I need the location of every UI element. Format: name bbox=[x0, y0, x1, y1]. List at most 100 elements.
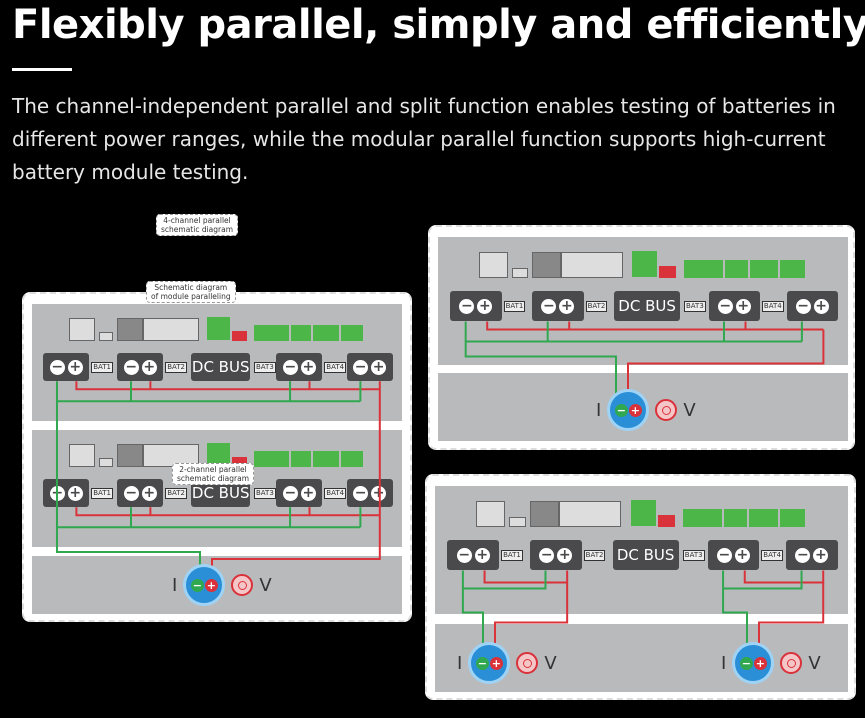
green-connector bbox=[682, 509, 723, 527]
green-connector bbox=[780, 260, 805, 278]
panel-label-line: 2-channel parallel bbox=[179, 465, 247, 474]
plus-icon: + bbox=[734, 546, 750, 563]
description: The channel-independent parallel and spl… bbox=[12, 94, 836, 184]
battery-terminal: −+ bbox=[346, 479, 393, 508]
green-connector bbox=[748, 509, 778, 527]
plus-icon: + bbox=[477, 297, 493, 314]
green-connector bbox=[291, 451, 312, 468]
battery-terminal: −+ bbox=[276, 479, 323, 508]
green-connector bbox=[779, 509, 805, 527]
bat-label: BAT1 bbox=[501, 550, 523, 562]
voltage-label: V bbox=[808, 652, 821, 674]
green-connector bbox=[313, 325, 340, 342]
plus-icon: + bbox=[813, 297, 829, 314]
minus-icon: − bbox=[123, 358, 139, 375]
minus-icon: − bbox=[190, 578, 204, 592]
switch-block bbox=[509, 516, 526, 527]
minus-icon: − bbox=[49, 484, 65, 501]
battery-terminal: −+ bbox=[43, 479, 90, 508]
minus-icon: − bbox=[353, 484, 369, 501]
voltage-meter-icon bbox=[655, 399, 678, 421]
plus-icon: + bbox=[141, 484, 157, 501]
minus-icon: − bbox=[282, 358, 298, 375]
battery-terminal: −+ bbox=[117, 353, 164, 382]
terminal-block bbox=[69, 444, 95, 468]
battery-terminal: −+ bbox=[117, 479, 164, 508]
current-label: I bbox=[596, 399, 602, 421]
terminal-block bbox=[69, 318, 95, 342]
terminal-block bbox=[479, 252, 508, 278]
switch-block bbox=[511, 267, 529, 278]
plus-icon: + bbox=[489, 656, 503, 670]
minus-icon: − bbox=[541, 297, 557, 314]
bat-label: BAT4 bbox=[324, 362, 347, 374]
voltage-meter-icon bbox=[516, 652, 539, 674]
voltage-dot bbox=[661, 405, 671, 415]
bat-label: BAT3 bbox=[682, 550, 705, 562]
dc-bus-label: DC BUS bbox=[614, 290, 680, 322]
bat-label: BAT2 bbox=[583, 550, 606, 562]
bat-label: BAT4 bbox=[761, 550, 784, 562]
current-meter-icon: −+ bbox=[468, 642, 511, 684]
minus-icon: − bbox=[353, 358, 369, 375]
green-connector bbox=[291, 325, 312, 342]
green-connector bbox=[254, 325, 290, 342]
battery-terminal: −+ bbox=[529, 539, 582, 571]
io-block bbox=[561, 252, 623, 278]
green-connector bbox=[749, 260, 779, 278]
current-meter-icon: −+ bbox=[732, 642, 775, 684]
battery-terminal: −+ bbox=[450, 290, 502, 322]
title-underline bbox=[12, 68, 72, 71]
meter: I−+V bbox=[721, 642, 821, 684]
bat-label: BAT1 bbox=[503, 301, 526, 313]
red-connector bbox=[231, 330, 247, 342]
io-block bbox=[117, 444, 143, 468]
minus-icon: − bbox=[459, 297, 475, 314]
voltage-meter-icon bbox=[231, 574, 254, 596]
battery-terminal: −+ bbox=[786, 290, 838, 322]
io-block bbox=[117, 318, 143, 342]
bat-label: BAT4 bbox=[324, 488, 347, 500]
panel-label-line: schematic diagram bbox=[177, 474, 250, 483]
io-block bbox=[143, 318, 199, 342]
bat-label: BAT1 bbox=[91, 488, 113, 500]
minus-icon: − bbox=[717, 297, 733, 314]
plus-icon: + bbox=[813, 546, 829, 563]
minus-icon: − bbox=[795, 546, 811, 563]
current-meter-icon: −+ bbox=[183, 564, 226, 606]
meter: I−+V bbox=[172, 564, 272, 606]
voltage-label: V bbox=[544, 652, 557, 674]
current-label: I bbox=[172, 574, 178, 596]
plus-icon: + bbox=[628, 403, 642, 417]
bat-label: BAT3 bbox=[254, 362, 276, 374]
current-label: I bbox=[457, 652, 463, 674]
bat-label: BAT2 bbox=[585, 301, 608, 313]
voltage-dot bbox=[786, 658, 796, 668]
plus-icon: + bbox=[204, 578, 218, 592]
panel-label-line: 4-channel parallel bbox=[163, 216, 231, 225]
minus-icon: − bbox=[456, 546, 472, 563]
bat-label: BAT4 bbox=[761, 301, 784, 313]
plus-icon: + bbox=[559, 297, 575, 314]
io-block bbox=[558, 501, 621, 527]
battery-terminal: −+ bbox=[346, 353, 393, 382]
dc-bus-label: DC BUS bbox=[191, 353, 251, 382]
green-connector bbox=[254, 451, 290, 468]
battery-terminal: −+ bbox=[786, 539, 838, 571]
bat-label: BAT3 bbox=[684, 301, 706, 313]
bat-label: BAT3 bbox=[254, 488, 276, 500]
io-block bbox=[529, 501, 559, 527]
meter: I−+ V bbox=[457, 642, 557, 684]
meter: I−+V bbox=[596, 389, 696, 431]
minus-icon: − bbox=[614, 403, 628, 417]
minus-icon: − bbox=[123, 484, 139, 501]
